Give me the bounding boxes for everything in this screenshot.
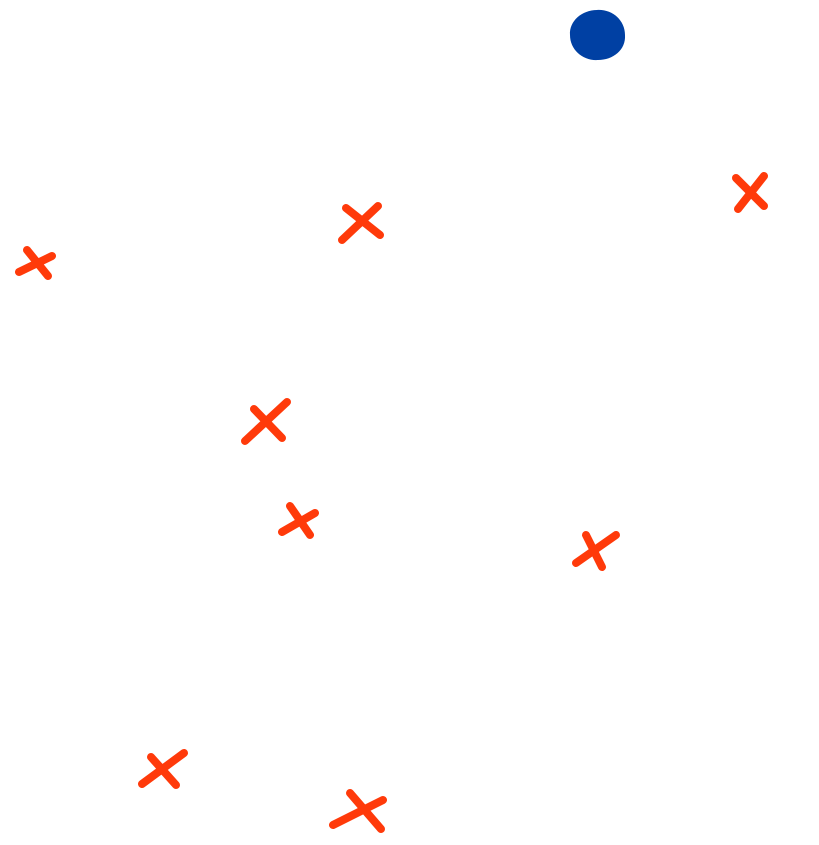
cross-mark	[278, 502, 319, 539]
cross-mark	[338, 202, 384, 244]
blue-dot	[569, 9, 626, 61]
cross-mark	[241, 398, 291, 445]
cross-mark	[138, 749, 188, 789]
cross-mark	[732, 172, 768, 213]
cross-mark	[329, 789, 387, 833]
cross-marks	[15, 172, 768, 833]
cross-mark	[572, 531, 620, 571]
cross-mark	[15, 246, 56, 280]
dot-mark	[569, 9, 626, 61]
